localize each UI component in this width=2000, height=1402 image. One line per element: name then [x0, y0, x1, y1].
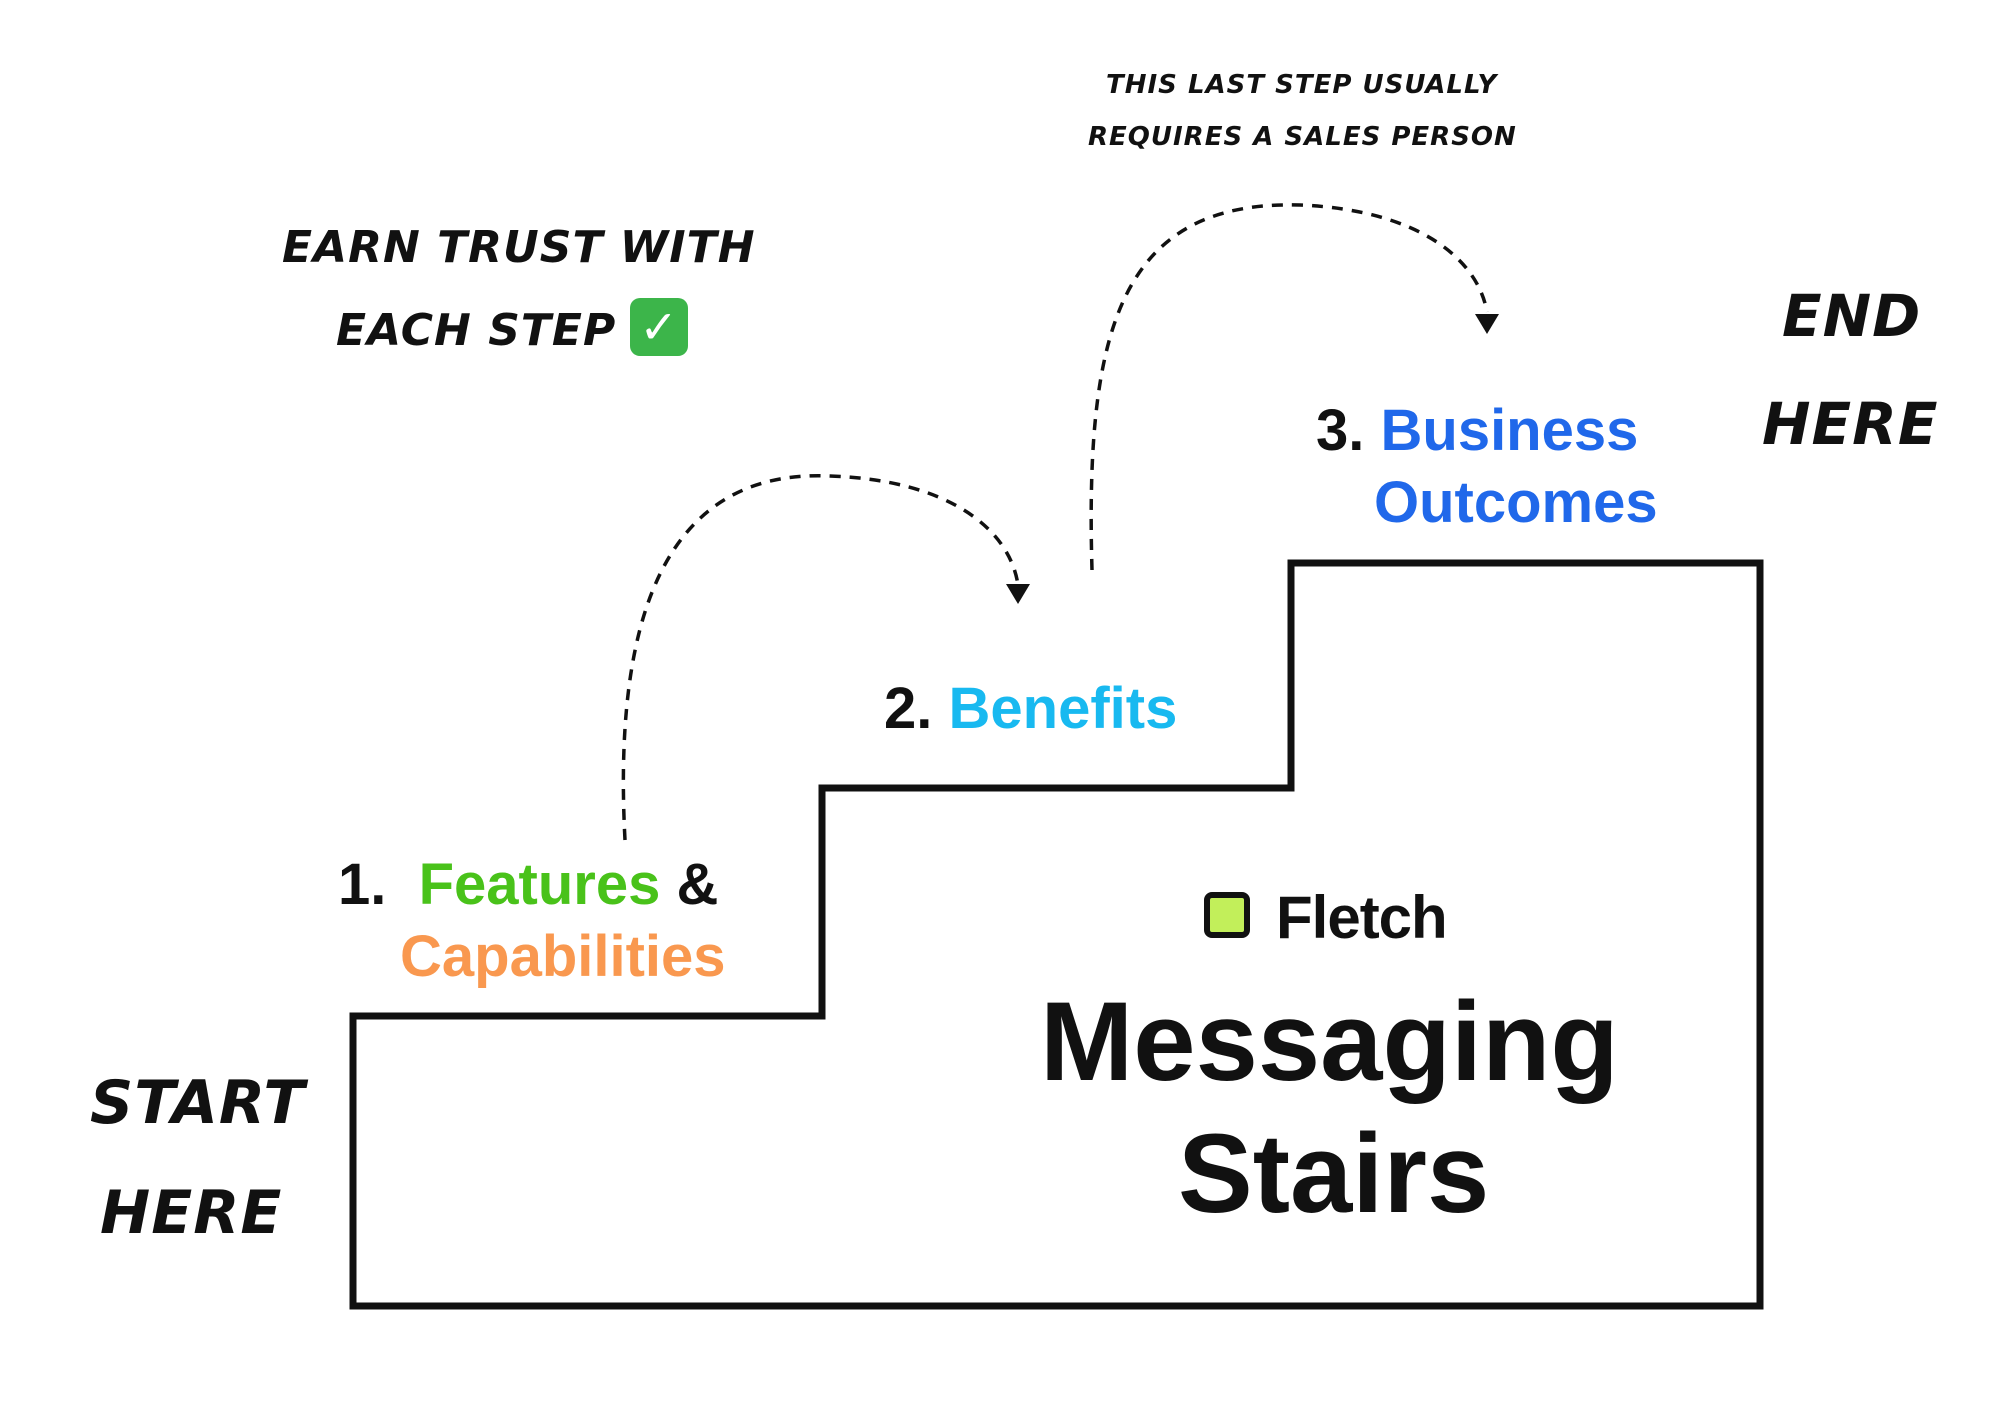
note-last-step-line2: REQUIRES A SALES PERSON: [1088, 122, 1517, 152]
note-earn-trust-line2: EACH STEP: [336, 305, 617, 356]
fletch-logo-icon: [1204, 892, 1250, 938]
title-line1: Messaging: [1040, 979, 1619, 1104]
step-1-joiner: &: [676, 852, 719, 917]
step-2-benefits: Benefits: [948, 676, 1178, 741]
note-last-step-line1: THIS LAST STEP USUALLY: [1106, 70, 1498, 100]
step-3-line1: 3. Business: [1316, 402, 1638, 460]
arrow-step2-to-step3: [1089, 203, 1489, 571]
step-3-outcomes: Outcomes: [1374, 470, 1658, 535]
step-1-line1: 1. Features &: [338, 856, 718, 914]
stairs-outline: [349, 559, 1764, 1310]
arrowhead-step2: [1006, 584, 1030, 604]
step-3-number: 3.: [1316, 398, 1365, 463]
step-2-number: 2.: [884, 676, 933, 741]
note-start-line2: HERE: [100, 1178, 283, 1248]
note-earn-trust-line2-wrap: EACH STEP ✓: [336, 298, 689, 362]
arrow-step1-to-step2: [621, 474, 1020, 841]
step-1-number: 1.: [338, 852, 387, 917]
title-line2: Stairs: [1178, 1111, 1490, 1236]
step-3-business: Business: [1380, 398, 1639, 463]
brand-name: Fletch: [1276, 884, 1448, 951]
note-end-line2: HERE: [1762, 390, 1939, 458]
note-start-line1: START: [90, 1068, 306, 1138]
note-earn-trust-line1: EARN TRUST WITH: [282, 222, 756, 273]
arrowhead-step3: [1475, 314, 1499, 334]
step-1-capabilities: Capabilities: [400, 924, 726, 989]
step-1-features: Features: [418, 852, 661, 917]
note-end-line1: END: [1782, 282, 1922, 350]
step-2-line: 2. Benefits: [884, 680, 1177, 738]
check-mark-button-icon: ✓: [630, 298, 689, 356]
